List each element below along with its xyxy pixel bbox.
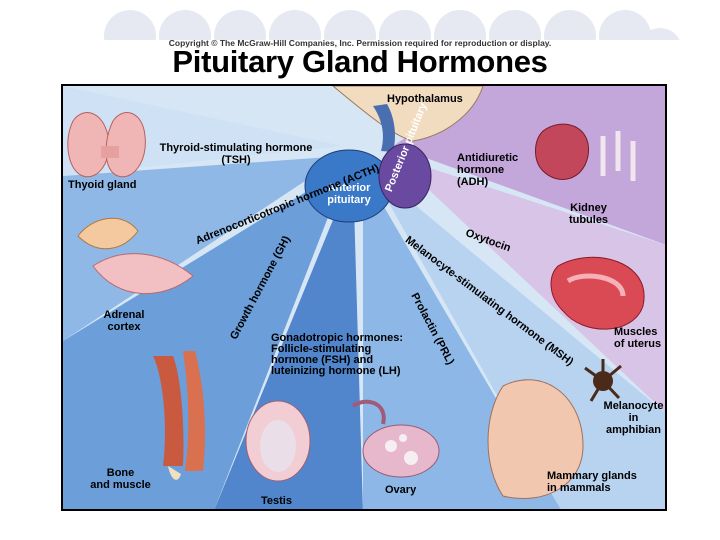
copyright-notice: Copyright © The McGraw-Hill Companies, I… <box>168 38 552 48</box>
hypothalamus-label: Hypothalamus <box>387 93 463 105</box>
bone-muscle-illustration <box>153 351 206 480</box>
pituitary-diagram: Hypothalamus Anterior pituitary Posterio… <box>61 84 667 511</box>
gh-ray <box>63 166 348 509</box>
adrenal-illustration <box>77 217 194 295</box>
testis-illustration <box>245 400 311 482</box>
posterior-pituitary-shape <box>378 143 432 209</box>
adrenal-cortex-label: Adrenal cortex <box>103 309 145 333</box>
adh-label: Antidiuretic hormone (ADH) <box>457 152 519 188</box>
testis-label: Testis <box>261 495 292 507</box>
melanocyte-label: Melanocyte in amphibian <box>603 400 664 436</box>
adh-ray <box>393 86 665 245</box>
acth-ray <box>63 156 343 341</box>
diagram-artwork <box>63 86 665 509</box>
mammary-illustration <box>487 379 584 500</box>
anterior-pituitary-label: Anterior pituitary <box>327 182 371 206</box>
oxytocin-ray <box>393 156 665 413</box>
kidney-tubules-label: Kidney tubules <box>568 202 609 226</box>
thyroid-gland-label: Thyoid gland <box>68 179 137 191</box>
bone-muscle-label: Bone and muscle <box>90 467 151 491</box>
mammary-glands-label: Mammary glands in mammals <box>547 470 637 494</box>
ovary-illustration <box>351 399 440 478</box>
msh-ray <box>368 166 665 509</box>
hypothalamus-shape <box>332 86 484 142</box>
tsh-label: Thyroid-stimulating hormone (TSH) <box>159 142 313 166</box>
page-title: Pituitary Gland Hormones <box>172 44 548 79</box>
decorative-circles <box>104 10 680 40</box>
ovary-label: Ovary <box>385 484 417 496</box>
pituitary-stalk <box>373 104 395 152</box>
melanocyte-illustration <box>584 359 622 402</box>
kidney-illustration <box>535 123 636 181</box>
uterus-illustration <box>550 256 645 330</box>
gonadotropic-label: Gonadotropic hormones: Follicle-stimulat… <box>271 332 403 377</box>
muscles-of-uterus-label: Muscles of uterus <box>614 326 662 350</box>
thyroid-illustration <box>67 112 146 178</box>
